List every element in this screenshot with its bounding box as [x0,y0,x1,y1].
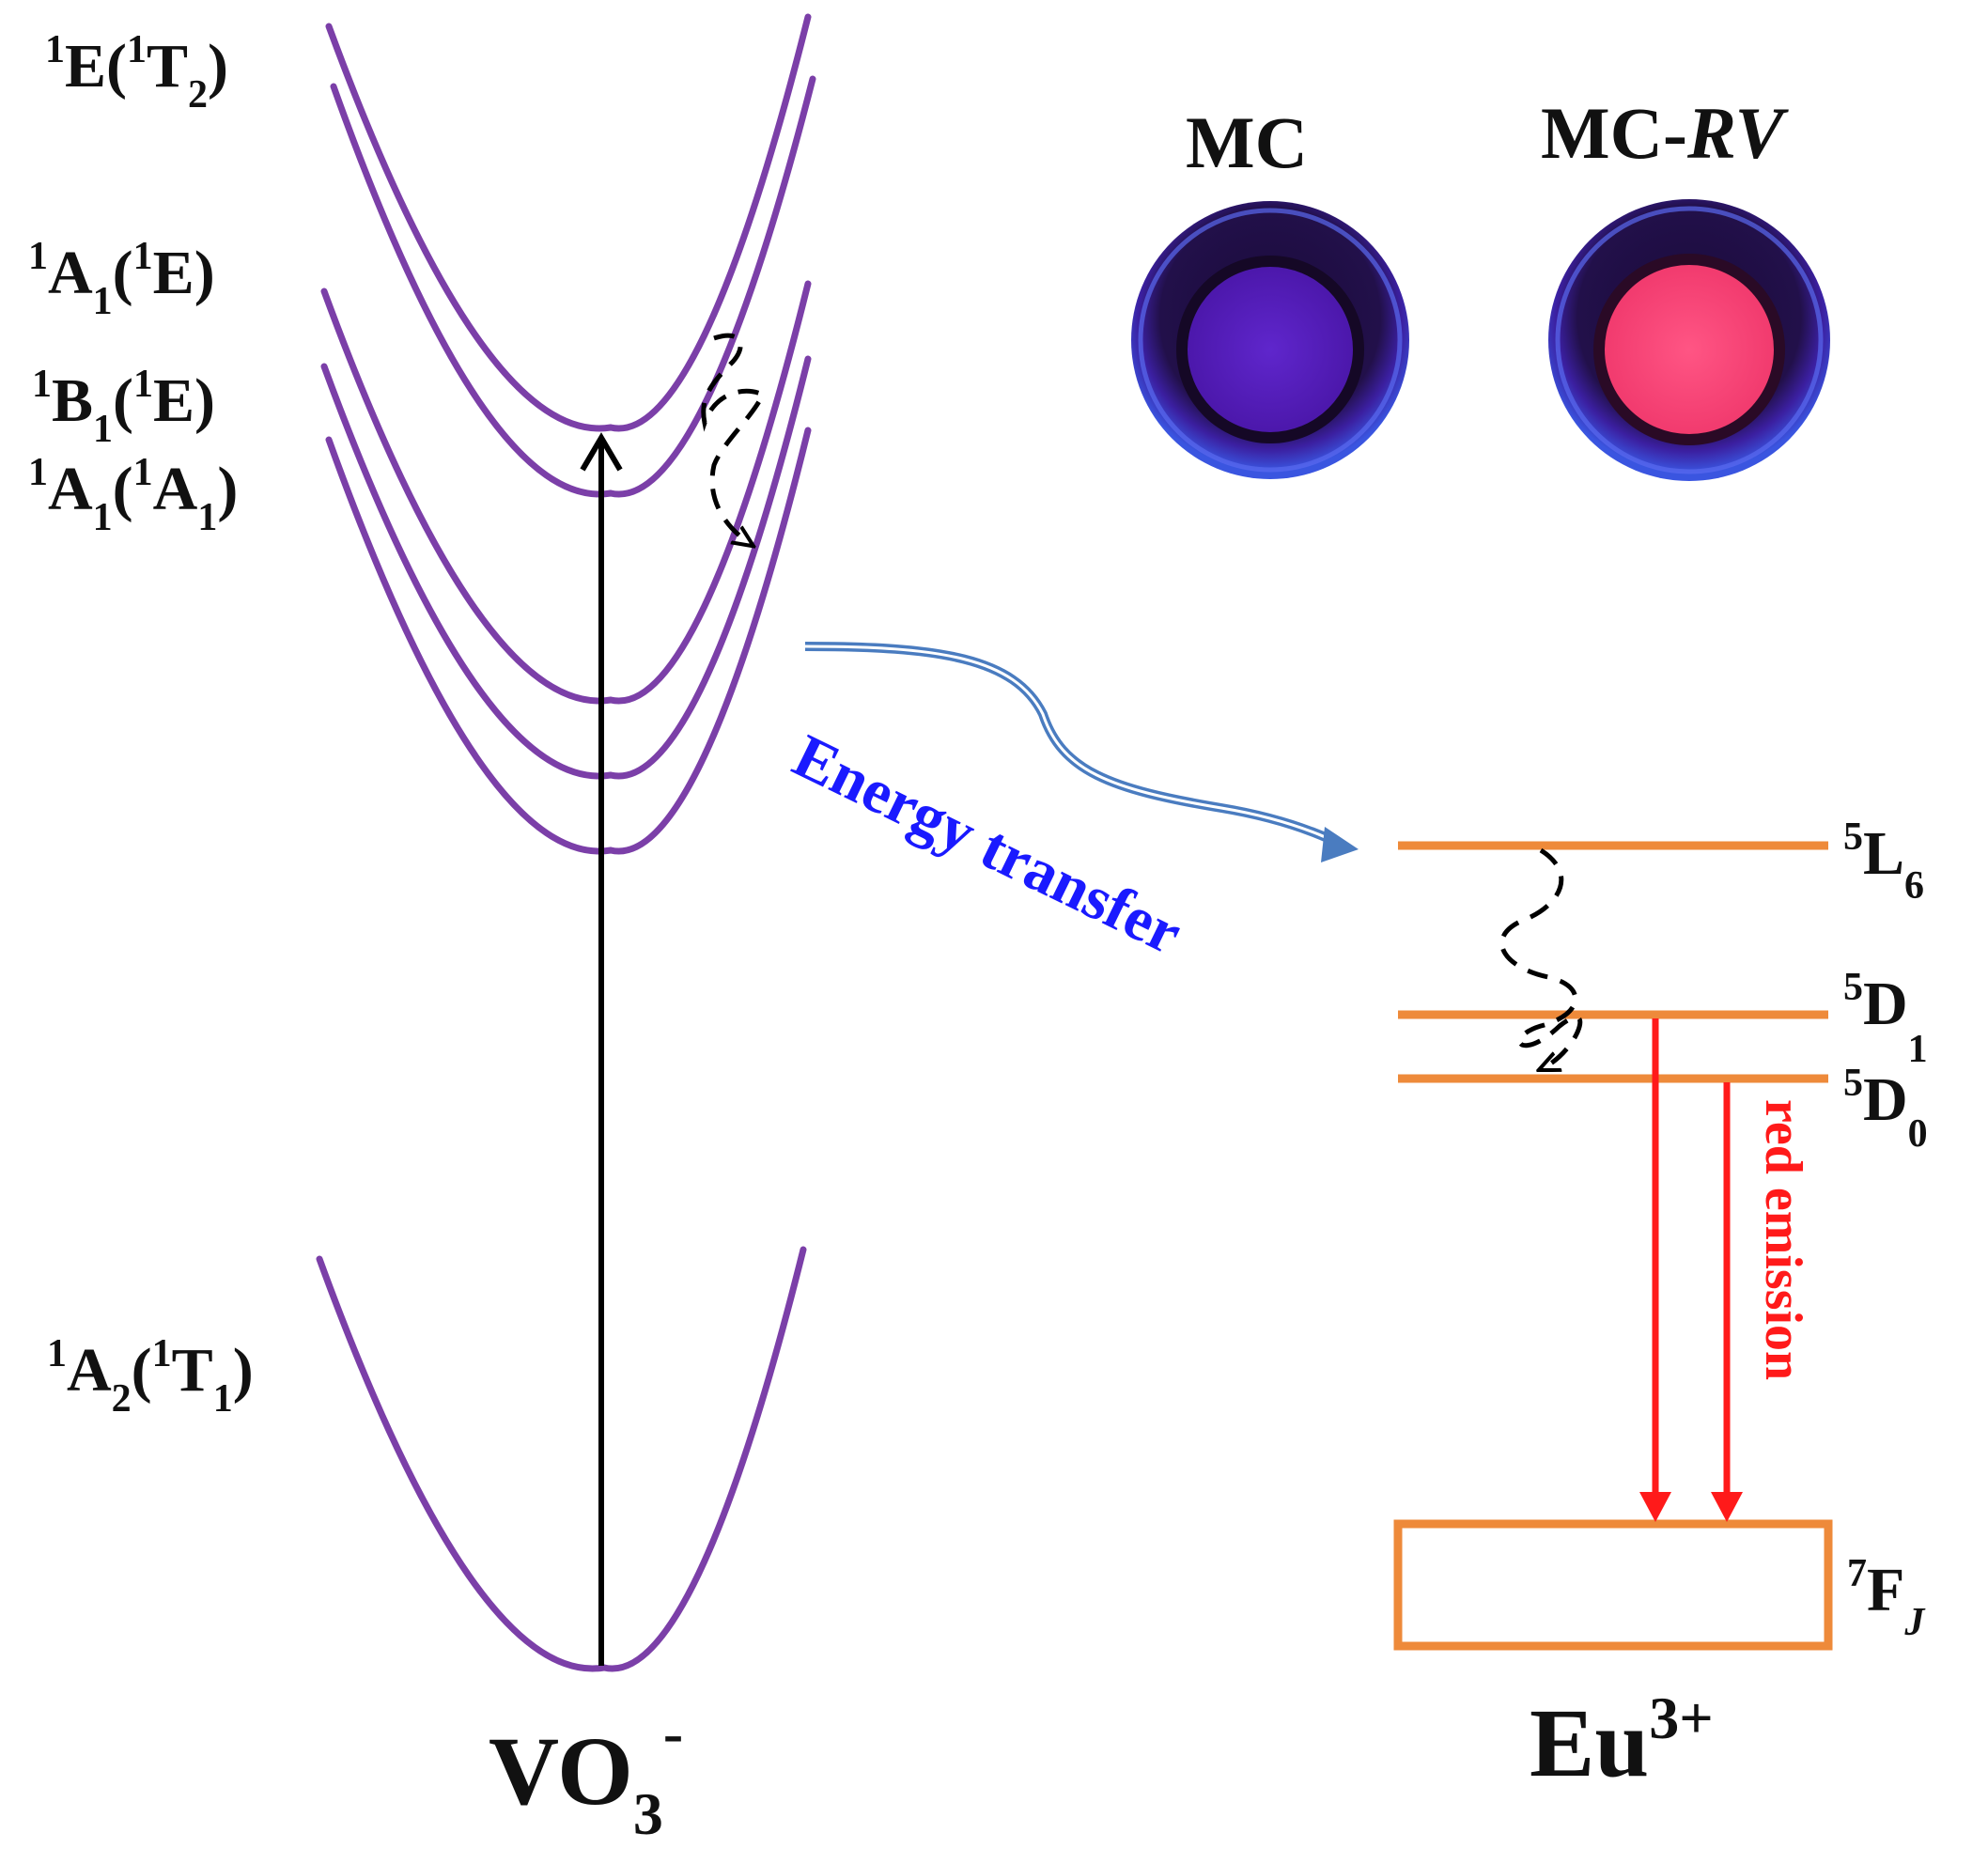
potential-curve-4 [320,355,812,780]
state-label-2: 1A1(1E) [28,235,215,323]
energy-transfer-arrow-inner [804,645,1344,847]
eu-label-5D0: 5D0 [1843,1062,1928,1156]
eu-level-7FJ-box [1393,1519,1833,1651]
vo3-potential-curves [316,13,816,1672]
state-label-5: 1A2(1T1) [47,1332,254,1421]
eu-label-7FJ: 7FJ [1847,1552,1926,1644]
sample-photo-mc-rv [1548,199,1830,481]
eu-relaxation-arrow [1499,847,1583,1069]
red-emission-arrowhead-2 [1711,1492,1743,1522]
eu-label-5L6: 5L6 [1843,816,1924,908]
eu-label: Eu3+ [1530,1685,1714,1797]
eu-label-5D1: 5D1 [1843,966,1928,1071]
vo3-relaxation-arrow [701,333,767,545]
energy-transfer-arrowhead [1321,827,1359,862]
vo3-label: VO3- [489,1700,683,1847]
state-label-3: 1B1(1E) [32,363,215,451]
energy-transfer-label: Energy transfer [783,722,1192,968]
potential-curve-6 [316,1246,807,1672]
potential-curve-5 [325,427,812,855]
vo3-state-labels: 1E(1T2) 1A1(1E) 1B1(1E) 1A1(1A1) 1A2(1T1… [28,28,254,1421]
state-label-4: 1A1(1A1) [28,451,238,539]
potential-curve-3 [320,280,812,705]
red-emission-label: red emission [1754,1099,1812,1380]
sample-label-mc: MC [1186,101,1308,183]
sample-photo-mc [1131,201,1409,479]
potential-curve-1 [325,13,812,432]
potential-curve-2 [330,75,816,498]
red-emission-arrowhead-1 [1639,1492,1671,1522]
state-label-1: 1E(1T2) [45,28,228,116]
excitation-arrowhead [580,432,623,472]
sample-label-mc-rv: MC-RV [1541,92,1790,174]
